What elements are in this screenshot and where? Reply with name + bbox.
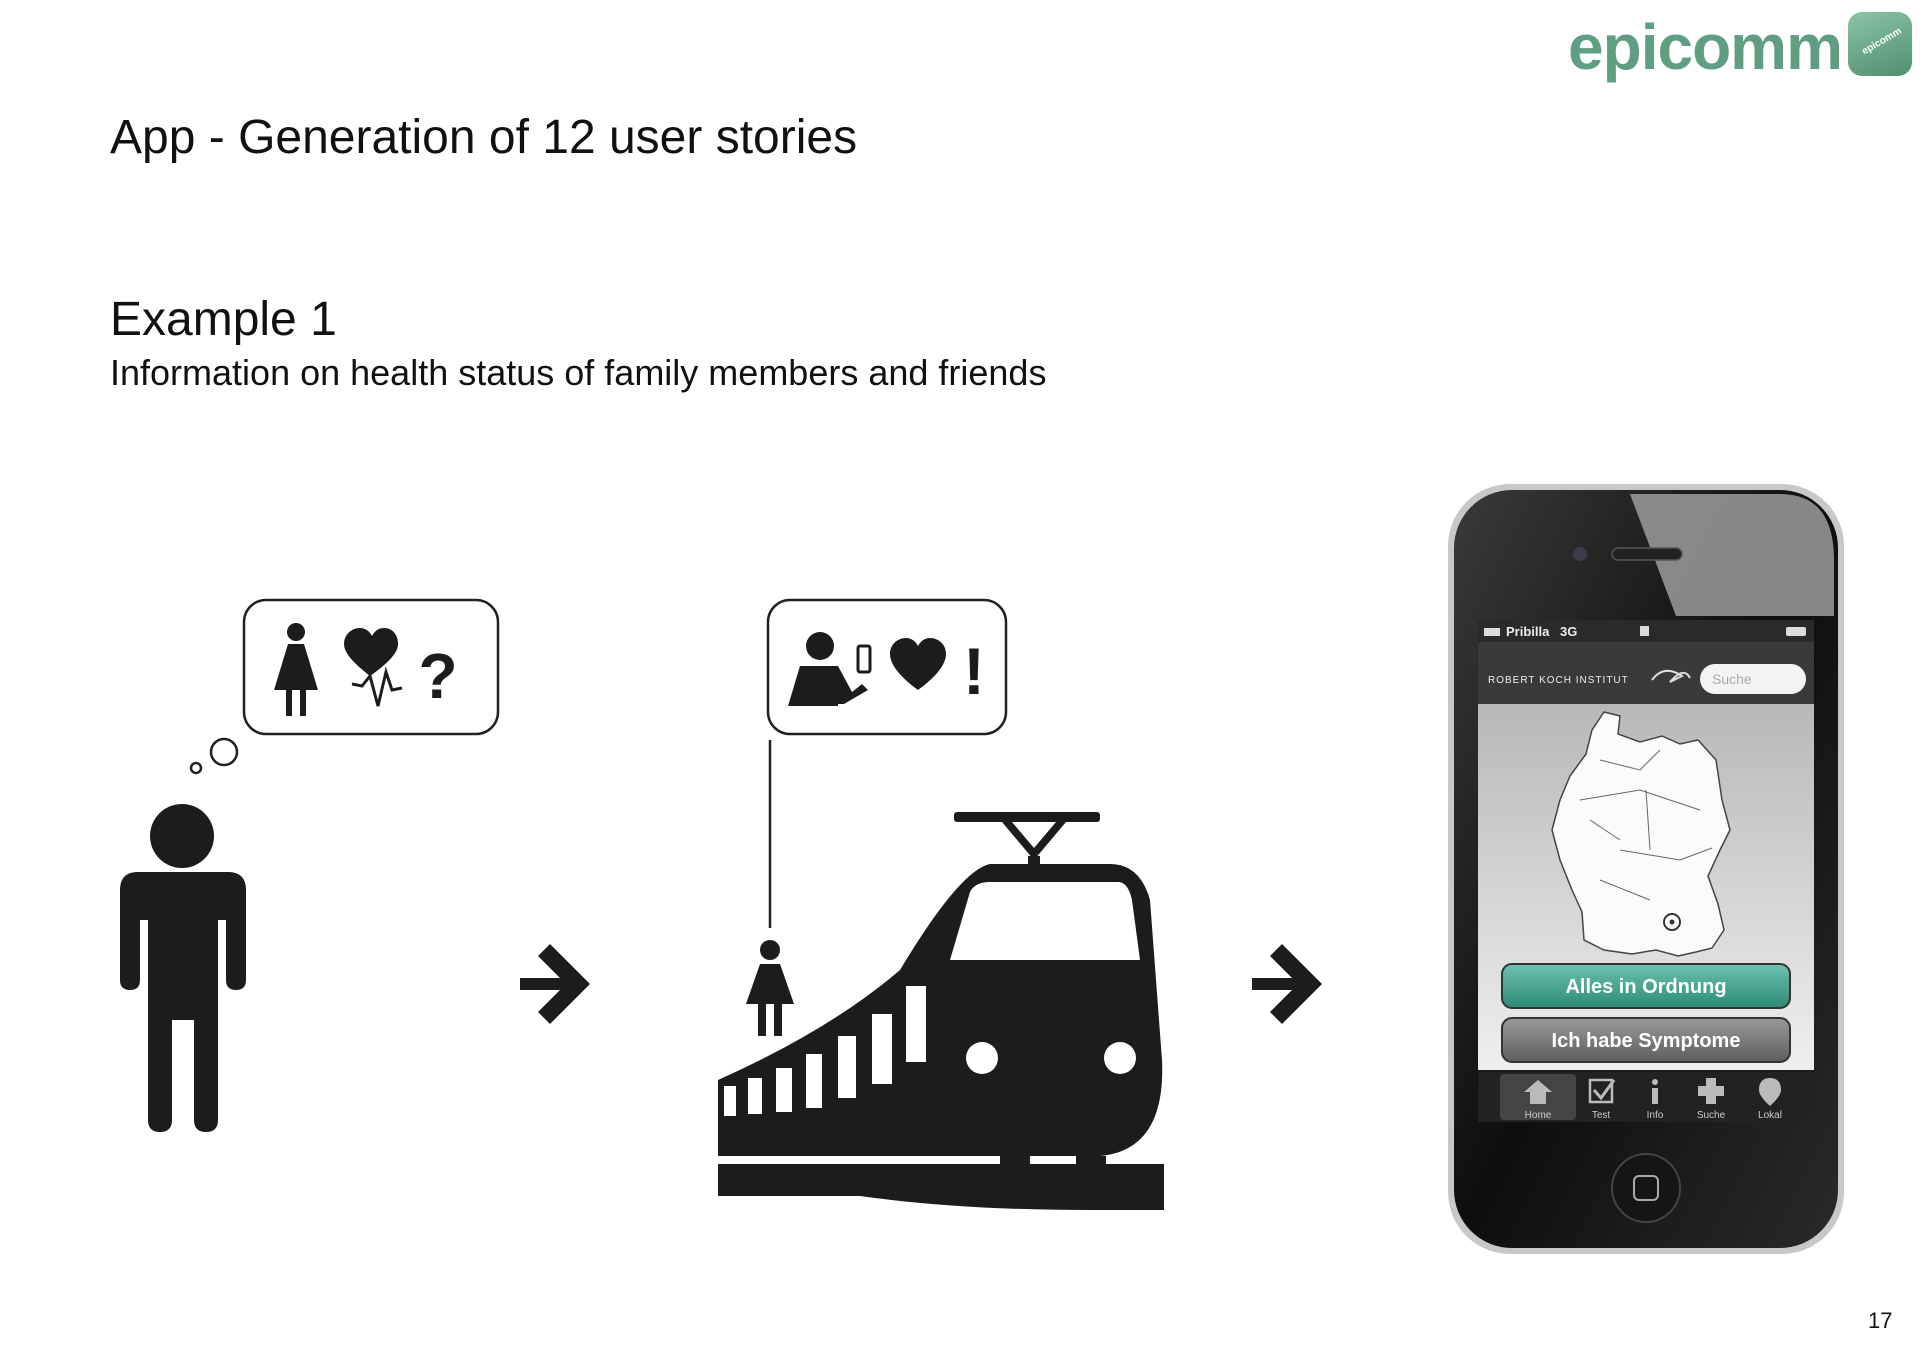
search-input[interactable]	[1700, 664, 1806, 694]
epicomm-logo-badge: epicomm	[1848, 12, 1912, 76]
info-icon[interactable]	[1652, 1079, 1658, 1104]
carrier-label: Pribilla	[1506, 624, 1550, 639]
woman-icon	[274, 623, 318, 716]
tab-info-label: Info	[1647, 1110, 1664, 1121]
example-subtitle: Information on health status of family m…	[110, 352, 1047, 393]
location-marker-icon	[1663, 913, 1681, 931]
battery-icon	[1786, 627, 1806, 636]
tab-test-label: Test	[1592, 1110, 1611, 1121]
heart-pulse-icon	[344, 628, 403, 707]
tab-lokal-label: Lokal	[1758, 1110, 1782, 1121]
search-placeholder: Suche	[1712, 671, 1752, 687]
symptoms-button-bg[interactable]	[1501, 1017, 1791, 1063]
phone-mockup	[1448, 484, 1844, 1254]
ok-button-label: Alles in Ordnung	[1565, 976, 1726, 998]
plus-icon[interactable]	[1698, 1078, 1724, 1104]
symptoms-button-label: Ich habe Symptome	[1552, 1030, 1741, 1052]
ok-button-bg[interactable]	[1501, 963, 1791, 1009]
exclamation-icon: !	[963, 634, 985, 708]
tab-home-label: Home	[1525, 1110, 1552, 1121]
question-icon: ?	[418, 640, 457, 712]
pin-icon[interactable]	[1759, 1078, 1781, 1106]
tab-suche-label: Suche	[1697, 1110, 1726, 1121]
germany-map-icon	[1551, 711, 1731, 957]
thought-dots	[189, 737, 239, 775]
institute-label: ROBERT KOCH INSTITUT	[1488, 675, 1629, 686]
person-phone-icon	[788, 632, 872, 706]
test-icon[interactable]	[1588, 1078, 1616, 1104]
person-icon	[120, 804, 246, 1132]
arrow-right-icon	[1252, 944, 1322, 1024]
epicomm-logo-text: epicomm	[1568, 11, 1843, 83]
train-windows	[724, 882, 1140, 1116]
arrow-right-icon	[520, 944, 590, 1024]
rki-logo-icon	[1651, 669, 1691, 683]
heart-icon	[890, 638, 946, 690]
page-number: 17	[1868, 1308, 1893, 1333]
network-label: 3G	[1560, 624, 1577, 639]
train-icon	[718, 812, 1164, 1210]
lock-icon	[1640, 626, 1649, 636]
example-title: Example 1	[110, 293, 337, 346]
slide-title: App - Generation of 12 user stories	[110, 111, 858, 164]
signal-icon	[1484, 628, 1500, 636]
home-icon[interactable]	[1524, 1080, 1552, 1104]
woman-on-platform-icon	[746, 940, 794, 1036]
